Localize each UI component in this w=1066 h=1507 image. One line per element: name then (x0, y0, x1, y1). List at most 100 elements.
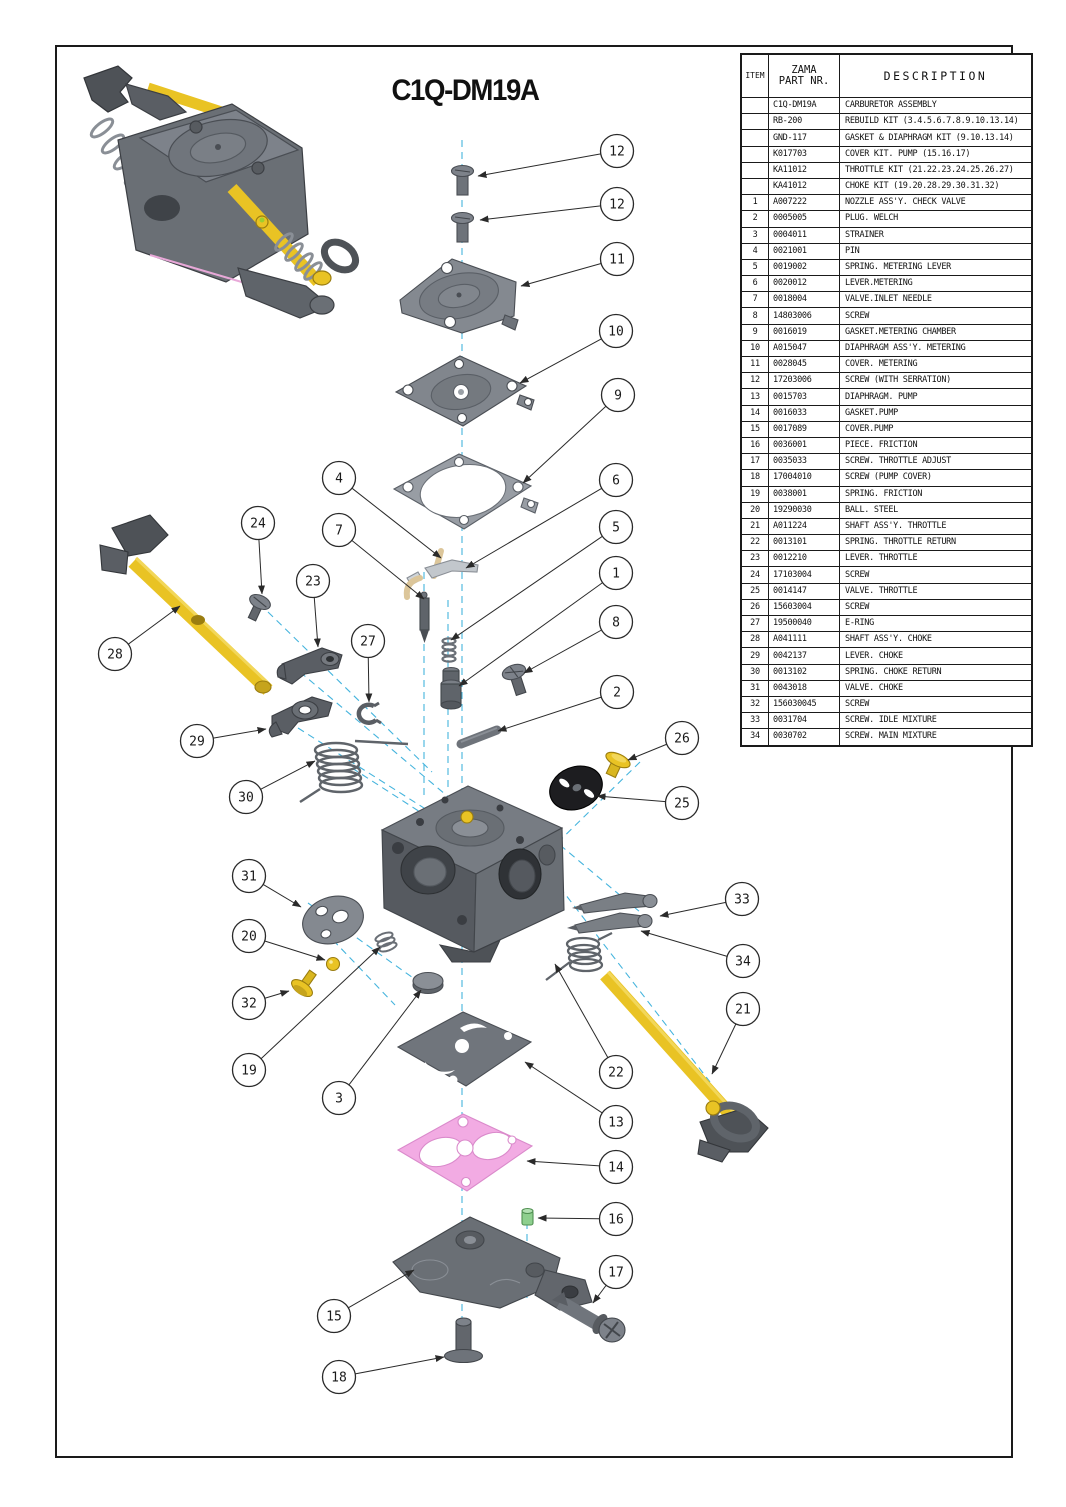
part-screw-8 (501, 663, 527, 697)
header-description: DESCRIPTION (839, 53, 1033, 98)
callout-30: 30 (228, 760, 316, 815)
part-screw-12a (450, 164, 475, 196)
callout-leader-line (554, 963, 609, 1058)
callout-circle (598, 1104, 634, 1140)
cell-item: 33 (740, 712, 769, 730)
assembled-carburetor-view (83, 65, 360, 319)
callout-number: 7 (335, 524, 343, 539)
cell-part-nr: 0004011 (768, 226, 840, 244)
cell-part-nr: 0042137 (768, 647, 840, 665)
callout-circle (321, 1359, 357, 1395)
callout-leader-line (640, 930, 728, 957)
cell-part-nr: 0036001 (768, 436, 840, 455)
callout-circle (600, 377, 636, 413)
callout-34: 34 (640, 930, 761, 979)
callout-number: 32 (241, 997, 257, 1012)
cell-description: LEVER.METERING (839, 275, 1033, 293)
cell-item (740, 113, 769, 131)
part-choke-spring-30 (299, 739, 409, 804)
cell-item: 8 (740, 307, 769, 325)
callout-number: 4 (335, 472, 343, 487)
cell-part-nr: 0013101 (768, 534, 840, 552)
cell-part-nr: 17203006 (768, 372, 840, 390)
callout-12: 12 (477, 133, 635, 178)
cell-description: VALVE. THROTTLE (839, 582, 1033, 600)
callout-circle (664, 720, 700, 756)
callout-leader-line (519, 338, 602, 384)
part-metering-diaphragm-10 (394, 355, 535, 427)
cell-description: COVER KIT. PUMP (15.16.17) (839, 145, 1033, 163)
callout-number: 21 (735, 1003, 751, 1018)
callout-leader-line (313, 597, 321, 648)
callout-circle (231, 1052, 267, 1088)
cell-part-nr: GND-117 (768, 129, 840, 147)
callout-6: 6 (465, 462, 634, 569)
callout-leader-line (264, 940, 326, 961)
cell-description: BALL. STEEL (839, 501, 1033, 519)
cell-item: 16 (740, 436, 769, 455)
callout-circle (231, 858, 267, 894)
cell-item: 26 (740, 598, 769, 617)
cell-description: CARBURETOR ASSEMBLY (839, 96, 1033, 115)
callout-circle (725, 991, 761, 1027)
callout-leader-line (213, 727, 267, 739)
callout-28: 28 (97, 605, 181, 672)
drawing-frame (55, 45, 1013, 1458)
cell-part-nr: A041111 (768, 631, 840, 649)
callout-3: 3 (321, 989, 422, 1116)
callout-15: 15 (316, 1269, 415, 1334)
part-screw-32 (291, 969, 317, 998)
callout-circle (321, 460, 357, 496)
cell-part-nr: 0030702 (768, 728, 840, 746)
cell-item: 10 (740, 339, 769, 358)
cell-description: SCREW (WITH SERRATION) (839, 372, 1033, 390)
part-pump-cover-15 (392, 1216, 593, 1311)
cell-item: 24 (740, 566, 769, 584)
part-pump-gasket-14 (396, 1113, 534, 1192)
callout-circle (598, 1149, 634, 1185)
callout-circle (231, 985, 267, 1021)
cell-part-nr: 17004010 (768, 469, 840, 487)
cell-description: SHAFT ASS'Y. THROTTLE (839, 517, 1033, 536)
part-pump-diaphragm-13 (396, 1011, 533, 1087)
callout-10: 10 (519, 313, 634, 384)
cell-part-nr: 19500040 (768, 614, 840, 633)
callout-circle (295, 563, 331, 599)
cell-description: SCREW (839, 307, 1033, 325)
part-inlet-needle-7 (419, 591, 430, 643)
callout-21: 21 (711, 991, 761, 1075)
cell-part-nr: 0019002 (768, 258, 840, 277)
cell-item: 17 (740, 453, 769, 471)
callout-leader-line (458, 582, 603, 687)
cell-part-nr: RB-200 (768, 113, 840, 131)
callout-circle (599, 186, 635, 222)
callout-number: 34 (735, 955, 751, 970)
callout-leader-line (348, 1269, 415, 1309)
cell-description: PIECE. FRICTION (839, 436, 1033, 455)
callout-number: 2 (613, 686, 621, 701)
cell-part-nr: 0038001 (768, 485, 840, 503)
cell-part-nr: A015047 (768, 339, 840, 358)
cell-item: 27 (740, 614, 769, 633)
cell-item (740, 161, 769, 179)
cell-item: 29 (740, 647, 769, 665)
callout-circle (321, 512, 357, 548)
callout-11: 11 (520, 241, 635, 288)
callout-leader-line (351, 540, 425, 600)
callout-14: 14 (526, 1149, 634, 1185)
cell-description: SCREW (839, 598, 1033, 617)
